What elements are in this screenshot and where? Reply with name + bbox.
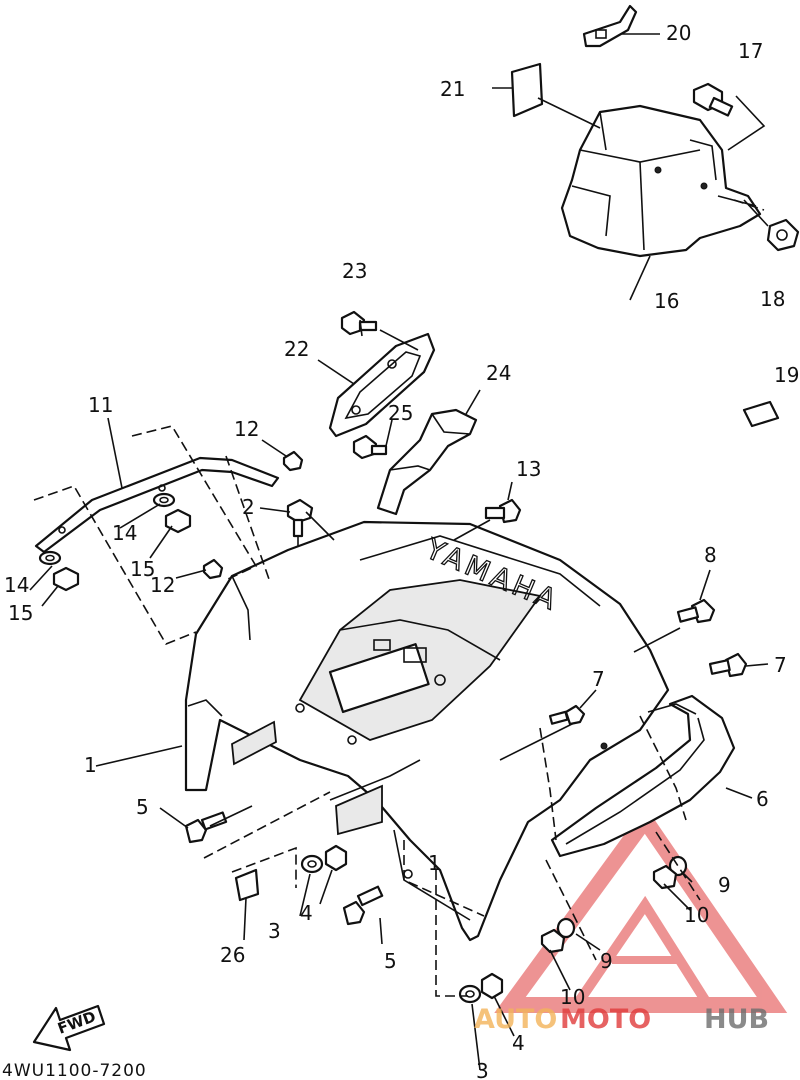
bolt-part-17	[692, 82, 734, 117]
nut-part-10-right	[652, 864, 678, 890]
callout-4-lower: 4	[512, 1031, 525, 1055]
drawing-code: 4WU1100-7200	[2, 1061, 147, 1080]
bolt-part-5-right	[342, 885, 384, 926]
watermark-auto: AUTO	[474, 1004, 557, 1035]
nut-part-15-left	[52, 566, 80, 592]
screw-part-12-mid	[202, 558, 224, 580]
screw-part-7-right	[708, 652, 748, 678]
callout-7-mid: 7	[592, 667, 605, 691]
callout-25: 25	[388, 401, 413, 425]
bolt-part-5-left	[184, 811, 228, 844]
callout-12-top: 12	[234, 417, 259, 441]
callout-6: 6	[756, 787, 769, 811]
nut-part-10-left	[540, 928, 566, 954]
rear-fender-part-1: YAMAHA	[184, 520, 670, 942]
screw-part-23	[340, 310, 378, 336]
clip-part-20	[582, 4, 638, 48]
washer-part-3-lower	[458, 984, 482, 1004]
callout-10-left: 10	[560, 985, 585, 1009]
callout-16: 16	[654, 289, 679, 313]
watermark-text: AUTO MOTO HUB	[474, 1004, 769, 1035]
watermark-logo	[494, 806, 788, 1013]
label-part-21	[510, 62, 544, 118]
callout-15-left: 15	[8, 601, 33, 625]
bracket-part-16	[560, 104, 762, 258]
callout-1-left: 1	[84, 753, 97, 777]
screw-part-25	[352, 434, 388, 460]
callout-17: 17	[738, 39, 763, 63]
washer-part-9-left	[556, 917, 576, 939]
nut-part-4-upper	[324, 844, 348, 872]
callout-14-left: 14	[4, 573, 29, 597]
stay-part-11	[34, 456, 280, 554]
forward-direction-arrow: FWD	[32, 1004, 106, 1052]
callout-13: 13	[516, 457, 541, 481]
callout-9-left: 9	[600, 949, 613, 973]
callout-4-upper: 4	[300, 901, 313, 925]
watermark-hub: HUB	[704, 1004, 769, 1035]
leader-lines	[29, 33, 769, 1071]
nut-part-4-lower	[480, 972, 504, 1000]
bolt-part-13	[484, 498, 522, 524]
callout-12-mid: 12	[150, 573, 175, 597]
callout-9-right: 9	[718, 873, 731, 897]
callout-8: 8	[704, 543, 717, 567]
callout-7-right: 7	[774, 653, 787, 677]
callout-26: 26	[220, 943, 245, 967]
callout-5-left: 5	[136, 795, 149, 819]
bolt-part-8	[676, 598, 716, 624]
pad-part-19	[742, 400, 780, 428]
guard-part-6	[550, 694, 736, 858]
callout-3-lower: 3	[476, 1059, 489, 1080]
washer-part-14-right	[152, 492, 176, 508]
callout-1-right: 1	[428, 851, 441, 875]
tag-part-26	[234, 868, 260, 902]
screw-part-12-top	[282, 450, 304, 472]
watermark-moto: MOTO	[560, 1004, 651, 1035]
callout-11: 11	[88, 393, 113, 417]
plate-part-22	[328, 332, 436, 438]
washer-part-3-upper	[300, 854, 324, 874]
callout-18: 18	[760, 287, 785, 311]
washer-part-14-left	[38, 550, 62, 566]
callout-21: 21	[440, 77, 465, 101]
callout-24: 24	[486, 361, 511, 385]
callout-3-upper: 3	[268, 919, 281, 943]
callout-15-right: 15	[130, 557, 155, 581]
callout-14-right: 14	[112, 521, 137, 545]
washer-part-9-right	[668, 855, 688, 877]
bracket-part-24	[376, 408, 478, 516]
callout-19: 19	[774, 363, 799, 387]
callout-5-right: 5	[384, 949, 397, 973]
callout-20: 20	[666, 21, 691, 45]
callout-10-right: 10	[684, 903, 709, 927]
callout-labels: 1 1 2 3 3 4 4 5 5 6 7 7 8 9 9 10 10 11 1…	[4, 21, 799, 1080]
screw-part-7-mid	[548, 704, 586, 726]
callout-23: 23	[342, 259, 367, 283]
nut-part-18	[766, 218, 800, 252]
callout-2: 2	[242, 495, 255, 519]
callout-22: 22	[284, 337, 309, 361]
